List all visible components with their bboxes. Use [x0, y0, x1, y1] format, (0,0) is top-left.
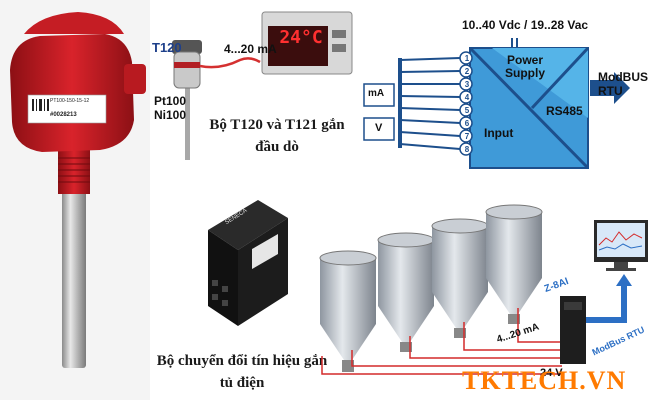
silo-3: [431, 218, 489, 338]
silo-2: [377, 232, 435, 352]
channel-1: 1: [464, 54, 470, 63]
channel-numbers: 1 2 3 4 5 6 7 8: [462, 52, 472, 156]
input-module-graphic: [363, 38, 630, 170]
temperature-sensor-photo: PT100-150-15-12 #0028213: [0, 0, 150, 400]
modbus-output-line2: RTU: [598, 84, 623, 98]
rs485-label: RS485: [546, 104, 583, 118]
modbus-output-line1: ModBUS: [598, 70, 648, 84]
caption-top-line2: đầu dò: [255, 139, 299, 155]
din-converter-graphic: [208, 200, 288, 326]
v-label: V: [375, 122, 383, 134]
power-supply-label: Power Supply: [490, 54, 560, 80]
channel-3: 3: [464, 80, 470, 89]
caption-top: Bộ T120 và T121 gắn đầu dò: [192, 114, 362, 158]
display-readout: 24°C: [279, 27, 323, 48]
sensor-serial: #0028213: [50, 112, 77, 118]
ma-label: mA: [368, 88, 385, 99]
silo-1: [319, 250, 377, 372]
sensor-label-code: PT100-150-15-12: [50, 98, 90, 104]
channel-2: 2: [464, 67, 470, 76]
silos-graphic: [319, 204, 648, 375]
power-supply-line2: Supply: [504, 66, 545, 80]
caption-top-line1: Bộ T120 và T121 gắn: [209, 117, 345, 133]
supply-label: 10..40 Vdc / 19..28 Vac: [462, 18, 589, 32]
modbus-output-label: ModBUS RTU: [598, 70, 648, 98]
caption-bottom-line2: tủ điện: [219, 375, 265, 391]
sensor-to-display-diagram: T120 4...20 mA 24°C Pt100 Ni100 Bộ T120 …: [150, 0, 360, 170]
temperature-sensor-graphic: [10, 12, 146, 368]
din-converter-photo: SENECA: [188, 190, 303, 330]
signal-label: 4...20 mA: [224, 42, 277, 56]
transmitter-display-graphic: [172, 11, 353, 160]
channel-8: 8: [464, 145, 470, 154]
channel-5: 5: [464, 106, 470, 115]
channel-6: 6: [464, 119, 470, 128]
power-label: 24 V: [540, 367, 563, 379]
silo-4: [485, 204, 543, 324]
silo-system-diagram: Z-8AI 4...20 mA 24 V ModBus RTU: [312, 200, 650, 400]
channel-7: 7: [464, 132, 470, 141]
caption-bottom: Bộ chuyển đổi tín hiệu gắn tủ điện: [146, 350, 338, 394]
sensor-tag-label: T120: [152, 40, 182, 55]
power-supply-line1: Power: [506, 53, 543, 67]
watermark-brand: TKTECH.VN: [462, 366, 627, 395]
caption-bottom-line1: Bộ chuyển đổi tín hiệu gắn: [156, 353, 328, 369]
sensor-type-ni100: Ni100: [154, 108, 187, 122]
channel-4: 4: [464, 93, 470, 102]
block-diagram: 10..40 Vdc / 19..28 Vac Power Supply RS4…: [362, 14, 650, 174]
sensor-type-pt100: Pt100: [154, 94, 187, 108]
input-label: Input: [484, 126, 514, 140]
